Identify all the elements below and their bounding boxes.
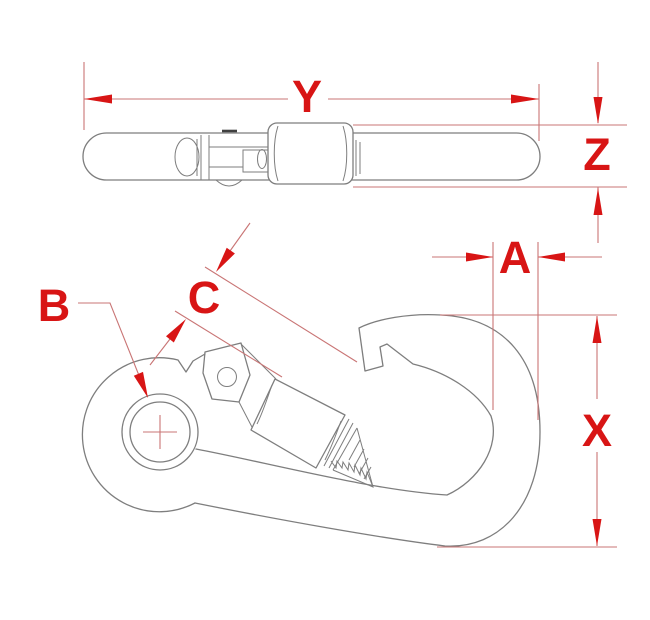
- x-arrowhead-top-icon: [592, 316, 602, 343]
- gate-arm-step: [242, 149, 269, 173]
- locking-nut-underlay: [268, 123, 353, 184]
- dimension-label-x: X: [582, 405, 612, 456]
- c-extension-line-upper: [204, 266, 358, 363]
- nut-end-curve-left: [273, 125, 279, 182]
- dimension-x: X: [437, 314, 617, 548]
- locking-nut-knurled: [267, 122, 354, 185]
- dimension-label-a: A: [499, 232, 532, 283]
- dimension-label-z: Z: [583, 129, 611, 180]
- gate-arm-edge-top: [240, 343, 277, 380]
- a-arrowhead-right-icon: [538, 252, 565, 262]
- rod-tip-hatch: [348, 439, 372, 480]
- front-nut-knurled: [250, 378, 346, 469]
- eye-center-mark: [143, 415, 177, 449]
- b-leader-line: [78, 302, 141, 379]
- z-arrowhead-top-icon: [593, 97, 603, 124]
- dimension-c: C: [149, 222, 358, 378]
- dimension-y: Y: [83, 62, 540, 141]
- nut-end-curve-right: [342, 125, 348, 182]
- dimension-b: B: [38, 280, 148, 398]
- c-extension-line-lower: [174, 310, 283, 378]
- side-profile-view: Y Z: [82, 62, 627, 243]
- front-nut-underlay: [251, 379, 345, 468]
- gate-rod-end: [257, 149, 267, 169]
- c-arrow-tail-upper: [229, 222, 251, 252]
- b-arrowhead-icon: [133, 371, 148, 398]
- gate-spring-bump: [215, 179, 243, 187]
- c-arrowhead-lower-icon: [166, 319, 186, 343]
- thread-ridge-1: [323, 418, 350, 467]
- x-arrowhead-bottom-icon: [592, 519, 602, 546]
- eye-ring-outer: [121, 393, 199, 471]
- dimension-label-y: Y: [292, 71, 322, 122]
- gate-arm-edge-bottom: [238, 401, 254, 430]
- eye-ring-inner: [129, 401, 191, 463]
- gate-pivot-dome: [174, 137, 200, 177]
- dimension-label-c: C: [188, 272, 221, 323]
- z-arrowhead-bottom-icon: [593, 188, 603, 215]
- dimension-z: Z: [353, 62, 627, 243]
- front-nut-end-curve-right: [324, 420, 342, 461]
- front-nut-end-curve-left: [256, 384, 273, 425]
- c-arrow-tail-lower: [149, 338, 171, 366]
- dimension-label-b: B: [38, 280, 71, 331]
- c-arrowhead-upper-icon: [216, 247, 235, 272]
- dimension-a: A: [432, 232, 602, 420]
- front-view: A X B C: [38, 222, 617, 548]
- body-eye-boss-outline: [81, 353, 206, 513]
- gate-pivot-block: [202, 342, 251, 403]
- thread-ridge-2: [328, 422, 354, 469]
- y-arrowhead-left-icon: [84, 94, 112, 104]
- a-arrowhead-left-icon: [466, 252, 493, 262]
- y-arrowhead-right-icon: [511, 94, 539, 104]
- hook-body-outline: [194, 313, 541, 547]
- gate-rivet: [217, 367, 237, 387]
